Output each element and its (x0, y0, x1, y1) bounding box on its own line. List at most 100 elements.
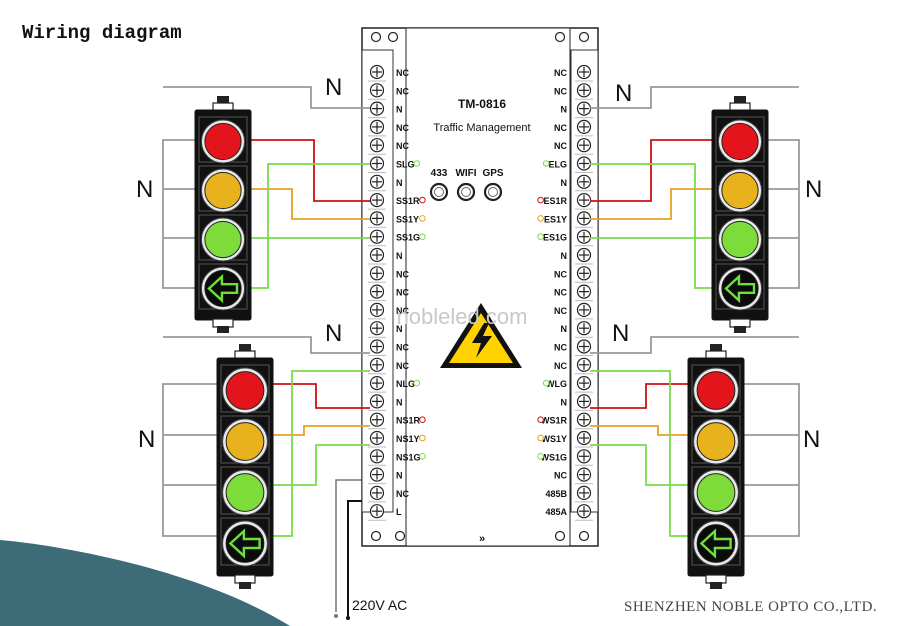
terminal-label-right: WLG (546, 379, 567, 389)
neutral-label: N (803, 426, 821, 453)
button-label: WIFI (455, 168, 476, 179)
red-lamp (696, 371, 736, 410)
wire-yellow (272, 425, 370, 436)
indicator-led (419, 233, 426, 240)
wire-red (250, 139, 370, 202)
indicator-led (537, 196, 544, 204)
indicator-led (419, 215, 426, 222)
terminal-label-left: SLG (396, 160, 415, 170)
red-lamp (721, 122, 759, 161)
terminal-label-left: N (396, 397, 403, 407)
controller-panel (405, 27, 571, 547)
terminal-label-right: NC (554, 306, 567, 316)
light-mount (710, 344, 722, 352)
arrow-lamp (204, 269, 242, 308)
terminal-label-left: N (396, 471, 403, 481)
company-name: SHENZHEN NOBLE OPTO CO.,LTD. (624, 599, 878, 615)
indicator-led (413, 160, 421, 167)
terminal-label-left: NC (396, 86, 409, 96)
green-lamp (204, 220, 242, 259)
terminal-label-right: N (561, 105, 568, 115)
terminal-label-right: NC (554, 343, 567, 353)
terminal-label-right: NC (554, 86, 567, 96)
watermark: nobleled.com (397, 304, 528, 329)
lightning-icon (472, 323, 492, 358)
wire-neutral (717, 383, 800, 537)
wire-neutral (162, 383, 245, 537)
wire-yellow (250, 188, 370, 220)
yellow-lamp (204, 171, 242, 210)
indicator-led (413, 379, 421, 387)
neutral-label: N (805, 176, 823, 203)
wire-green (590, 370, 690, 537)
terminal-label-left: SS1Y (396, 214, 419, 224)
red-lamp (204, 122, 242, 161)
terminal-label-left: NC (396, 68, 409, 78)
light-mount (734, 326, 746, 333)
terminal-label-right: NC (554, 68, 567, 78)
left-arrow-icon (699, 528, 732, 559)
terminal-label-left: NC (396, 361, 409, 371)
terminal-label-left: SS1G (396, 233, 420, 243)
indicator-led (542, 379, 550, 387)
button-label: GPS (482, 168, 503, 179)
mounting-hole (394, 530, 406, 542)
arrow-lamp (696, 524, 736, 563)
terminal-label-left: N (396, 178, 403, 188)
terminal-label-right: N (561, 324, 568, 334)
green-lamp (721, 220, 759, 259)
mounting-hole (370, 530, 382, 542)
power-wire-end (346, 616, 350, 620)
terminal-label-right: NC (554, 471, 567, 481)
terminal-label-right: NC (554, 361, 567, 371)
terminal-label-right: ES1Y (544, 214, 567, 224)
neutral-label: N (615, 80, 633, 107)
wire-red (272, 383, 370, 409)
neutral-label: N (325, 320, 343, 347)
terminal-label-left: SS1R (396, 196, 420, 206)
light-mount (217, 326, 229, 333)
controller-model: TM-0816 (458, 97, 506, 111)
light-mount (239, 344, 251, 352)
neutral-label: N (325, 74, 343, 101)
terminal-label-left: N (396, 251, 403, 261)
controller-button-inner (434, 187, 444, 197)
terminal-label-right: ES1G (543, 233, 567, 243)
terminal-label-left: N (396, 324, 403, 334)
arrow-lamp (225, 524, 265, 563)
terminal-label-right: WS1G (540, 452, 567, 462)
terminal-label-left: NC (396, 306, 409, 316)
wire-yellow (590, 425, 690, 436)
terminal-label-right: 485B (545, 489, 567, 499)
mounting-hole (578, 31, 590, 43)
terminal-label-left: NC (396, 141, 409, 151)
mounting-hole (554, 530, 566, 542)
chevron-down-icon: » (479, 533, 485, 545)
mounting-hole (387, 31, 399, 43)
mounting-hole (370, 31, 382, 43)
light-bracket (234, 574, 256, 584)
terminal-label-left: L (396, 507, 402, 517)
wire-green (272, 370, 370, 537)
mounting-hole (578, 530, 590, 542)
controller-subtitle: Traffic Management (433, 122, 530, 134)
terminal-label-right: NC (554, 123, 567, 133)
terminal-label-right: ES1R (543, 196, 567, 206)
mounting-hole (554, 31, 566, 43)
terminal-label-right: N (561, 178, 568, 188)
left-arrow-icon (228, 528, 261, 559)
indicator-led (537, 434, 544, 442)
wire-neutral (740, 139, 800, 289)
indicator-led (537, 453, 544, 460)
yellow-lamp (721, 171, 759, 210)
terminal-label-left: NC (396, 489, 409, 499)
red-lamp (225, 371, 265, 410)
wire-yellow (590, 188, 713, 220)
terminal-label-left: NC (396, 288, 409, 298)
controller-button-inner (488, 187, 498, 197)
neutral-label: N (612, 320, 630, 347)
controller-button-inner (461, 187, 471, 197)
light-mount (710, 582, 722, 589)
page-title: Wiring diagram (22, 22, 182, 44)
